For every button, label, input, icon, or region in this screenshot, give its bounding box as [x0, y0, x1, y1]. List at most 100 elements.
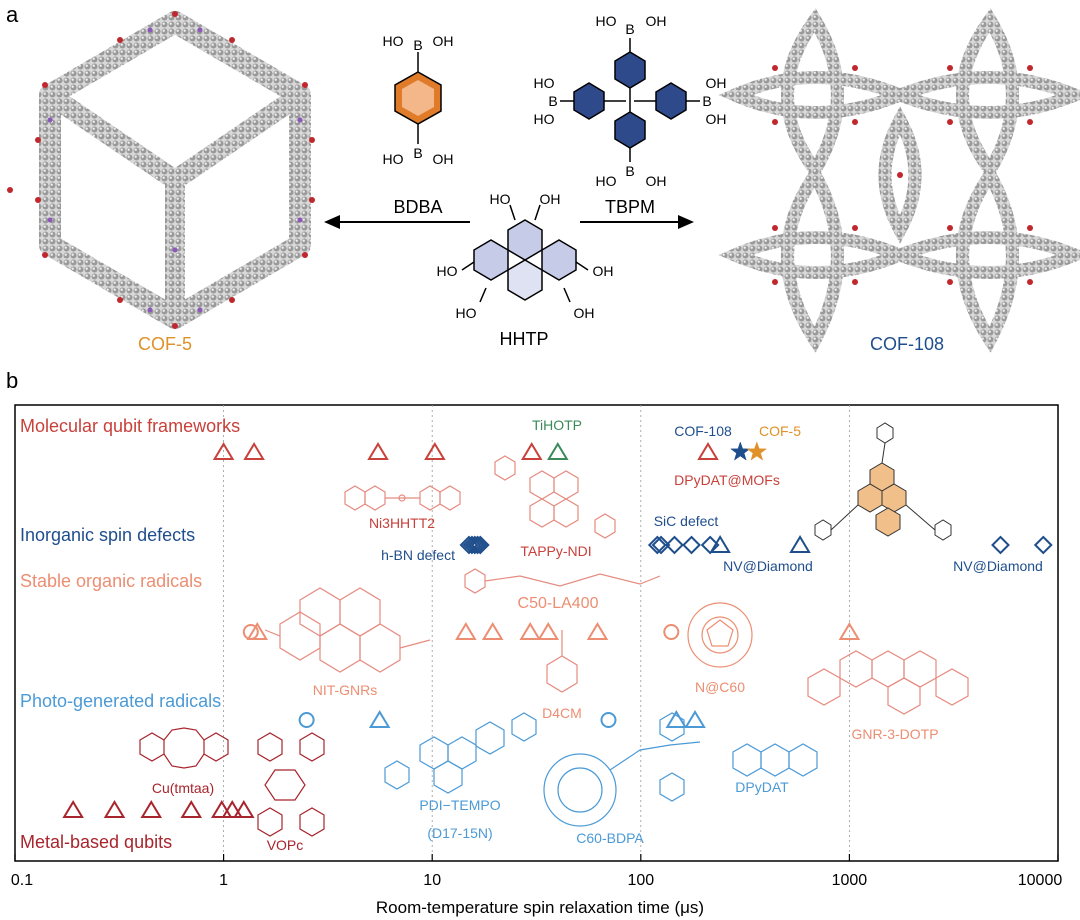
cof108-framework — [718, 8, 1080, 353]
cof108-point-label: COF-108 — [674, 423, 732, 439]
x-tick-label: 0.1 — [11, 872, 33, 889]
data-point-diamond — [647, 535, 667, 555]
data-point-triangle — [537, 622, 560, 640]
data-point-circle — [298, 712, 315, 728]
x-tick-label: 1000 — [832, 872, 868, 889]
cof5-framework — [7, 11, 315, 329]
tbpm-left-ho2: HO — [534, 111, 555, 127]
data-point-star — [730, 441, 751, 461]
data-point-triangle — [180, 800, 203, 818]
dpydat-structure — [732, 743, 818, 777]
data-markers — [62, 441, 1053, 818]
tbpm-molecule — [560, 38, 700, 162]
hhtp-oh-top: OH — [540, 191, 561, 207]
tbpm-top-ho: HO — [596, 13, 617, 29]
annotation-d4cm: D4CM — [542, 705, 582, 721]
data-point-circle — [600, 712, 617, 728]
data-point-diamond — [468, 535, 487, 555]
data-point-triangle — [547, 442, 569, 460]
tbpm-left-ho1: HO — [534, 75, 555, 91]
ni3hhtt2-structure — [344, 485, 461, 511]
nit-gnrs-structure — [264, 587, 431, 673]
data-point-triangle — [212, 442, 235, 460]
data-point-triangle — [367, 442, 389, 460]
annotation-dpydat-mofs: DPyDAT@MOFs — [674, 472, 780, 488]
hbn-defect-label: h-BN defect — [381, 547, 455, 563]
annotation-d17-15n: (D17-15N) — [427, 825, 492, 841]
nv-diamond-label-1: NV@Diamond — [723, 558, 813, 574]
vopc-structure — [257, 732, 325, 837]
panel-a-figure: COF-5 B HO OH B HO OH BDBA B HO OH B HO … — [7, 8, 1080, 354]
plot-frame — [14, 404, 1059, 862]
hhtp-oh-bottom: OH — [574, 305, 595, 321]
sic-defect-label: SiC defect — [654, 513, 719, 529]
data-point-diamond — [682, 535, 701, 555]
annotation-gnr-3-dotp: GNR-3-DOTP — [851, 726, 938, 742]
bdba-bottom-oh: OH — [433, 151, 454, 167]
category-label-inorganic: Inorganic spin defects — [20, 525, 195, 545]
bdba-top-oh: OH — [433, 33, 454, 49]
hhtp-ho-bottom: HO — [456, 305, 477, 321]
gnr-3-dotp-structure — [807, 650, 969, 715]
data-point-triangle — [140, 800, 163, 818]
arrow-right — [580, 215, 694, 229]
tbpm-left-boron: B — [548, 93, 557, 109]
tbpm-right-boron: B — [702, 93, 711, 109]
x-tick-label: 1 — [219, 872, 228, 889]
annotation-nit-gnrs: NIT-GNRs — [313, 682, 378, 698]
annotation-n-at-c60: N@C60 — [695, 679, 745, 695]
annotation-ni3hhtt2: Ni3HHTT2 — [369, 515, 435, 531]
c60-bdpa-structure — [543, 712, 701, 827]
x-tick-label: 10000 — [1018, 872, 1063, 889]
data-point-triangle — [665, 710, 688, 728]
cof5-point-label: COF-5 — [759, 423, 801, 439]
pdi-tempo-structure — [384, 712, 537, 794]
annotation-c60-bdpa: C60-BDPA — [576, 830, 644, 846]
data-point-diamond — [651, 535, 671, 555]
data-point-diamond — [470, 535, 490, 555]
tappy-ndi-structure — [494, 455, 616, 539]
data-point-star — [746, 441, 768, 461]
cof5-label: COF-5 — [138, 334, 192, 354]
annotation-c50-la400: C50-LA400 — [518, 595, 599, 612]
data-point-circle — [242, 624, 259, 640]
data-point-diamond — [462, 535, 482, 555]
annotation-pdi-tempo: PDI−TEMPO — [419, 797, 500, 813]
tbpm-top-oh: OH — [646, 13, 667, 29]
tbpm-bottom-boron: B — [625, 163, 634, 179]
triangulene-structure — [814, 422, 952, 541]
annotation-cu-tmtaa: Cu(tmtaa) — [152, 780, 214, 796]
cu-tmtaa-structure — [139, 727, 229, 769]
bdba-bottom-ho: HO — [383, 151, 404, 167]
bdba-label: BDBA — [393, 197, 442, 217]
data-point-triangle — [838, 622, 861, 640]
data-point-triangle — [211, 800, 233, 818]
data-point-circle — [663, 624, 680, 640]
data-point-triangle — [62, 800, 84, 818]
category-label-organic-radicals: Stable organic radicals — [20, 571, 202, 591]
bdba-molecule — [394, 52, 442, 144]
annotation-dpydat: DPyDAT — [735, 779, 789, 795]
data-point-triangle — [243, 442, 265, 460]
d4cm-structure — [546, 630, 578, 693]
cof108-oxygen-atoms — [772, 65, 1033, 285]
data-point-triangle — [424, 442, 446, 460]
data-point-triangle — [233, 800, 255, 818]
category-label-frameworks: Molecular qubit frameworks — [20, 416, 240, 436]
data-point-triangle — [246, 622, 269, 640]
data-point-triangle — [455, 622, 477, 640]
category-label-photo-radicals: Photo-generated radicals — [20, 691, 221, 711]
cof108-label: COF-108 — [870, 334, 944, 354]
hhtp-ho-left: HO — [437, 263, 458, 279]
data-point-triangle — [519, 622, 541, 640]
bdba-top-ho: HO — [383, 33, 404, 49]
tbpm-top-boron: B — [625, 21, 634, 37]
annotation-tappy-ndi: TAPPy-NDI — [520, 543, 591, 559]
hhtp-oh-right: OH — [593, 263, 614, 279]
x-tick-label: 10 — [423, 872, 441, 889]
tbpm-bottom-ho: HO — [596, 173, 617, 189]
data-point-diamond — [665, 535, 684, 555]
hhtp-label: HHTP — [500, 329, 549, 349]
c50-la400-structure — [464, 568, 661, 594]
